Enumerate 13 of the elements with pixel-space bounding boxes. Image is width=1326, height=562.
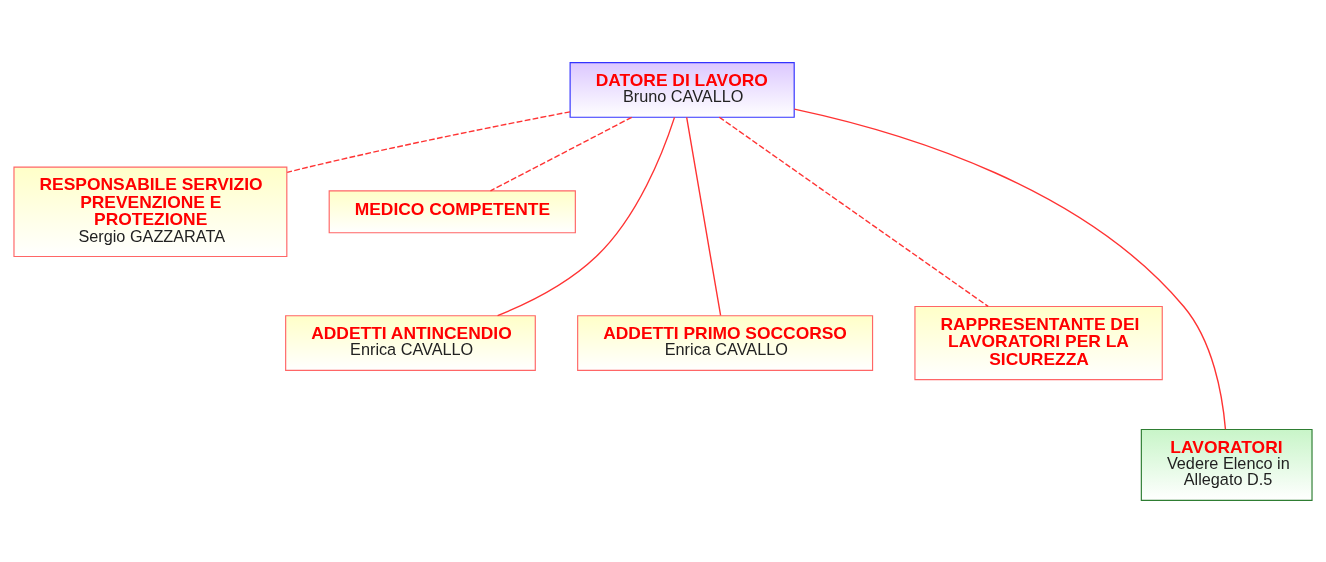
node-box: MEDICO COMPETENTE [328,189,576,233]
connector [496,116,676,316]
node-box: RESPONSABILE SERVIZIO PREVENZIONE E PROTEZIONE Sergio GAZZARATA [13,166,288,257]
connector [718,116,989,307]
connector [793,107,1227,430]
node-box: RAPPRESENTANTE DEI LAVORATORI PER LA SICUREZZA [914,305,1163,380]
connector [286,110,571,173]
connector [685,116,722,316]
node-box: ADDETTI PRIMO SOCCORSO Enrica CAVALLO [577,314,874,371]
node-box: LAVORATORI Vedere Elenco in Allegato D.5 [1140,428,1313,501]
node-box: DATORE DI LAVORO Bruno CAVALLO [569,61,795,118]
connector [489,116,633,191]
node-box: ADDETTI ANTINCENDIO Enrica CAVALLO [285,314,536,371]
